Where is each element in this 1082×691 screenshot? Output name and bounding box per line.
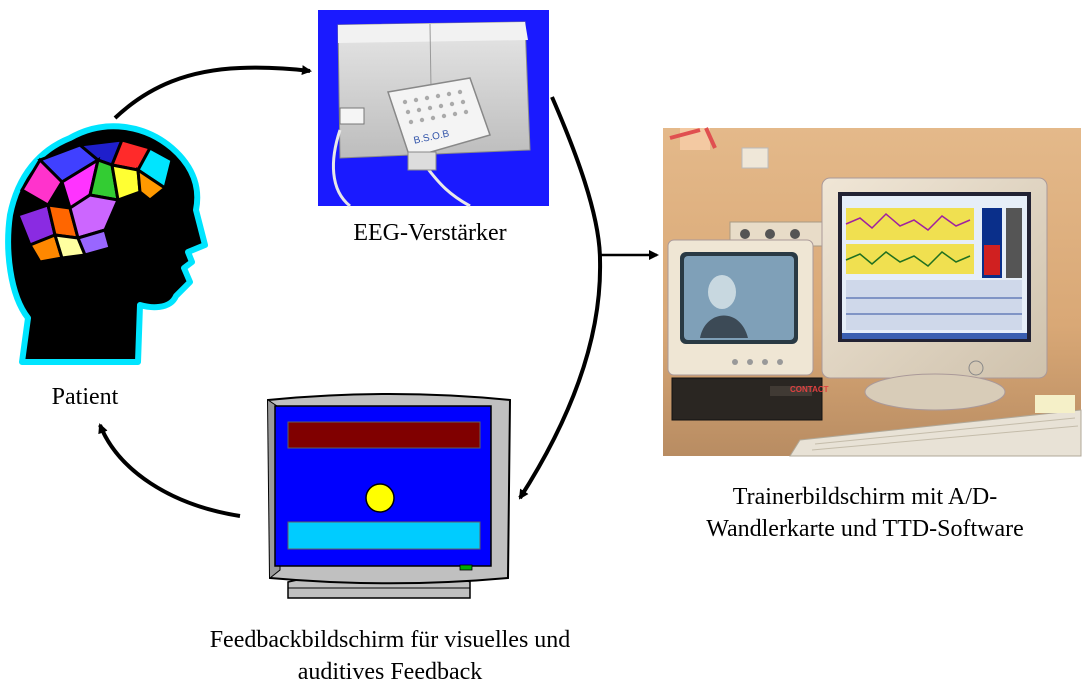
eeg-amplifier-label: EEG-Verstärker [353, 220, 507, 246]
arrow-amp-to-feedback [518, 96, 603, 500]
trainer-workstation-photo [663, 127, 1082, 457]
arrow-feedback-to-patient [98, 423, 241, 518]
trainer-label-line2: Wandlerkarte und TTD-Software [706, 516, 1024, 542]
patient-head-icon [5, 123, 208, 365]
feedback-label-line1: Feedbackbildschirm für visuelles und [209, 627, 571, 653]
patient-label: Patient [51, 384, 119, 410]
feedback-label-line2: auditives Feedback [297, 659, 483, 685]
contact-brand-text: CONTACT [790, 385, 829, 394]
eeg-amplifier-icon [318, 10, 549, 208]
feedback-monitor-icon [266, 393, 512, 599]
trainer-label-line1: Trainerbildschirm mit A/D- [732, 484, 998, 510]
arrow-patient-to-amp [113, 65, 312, 120]
